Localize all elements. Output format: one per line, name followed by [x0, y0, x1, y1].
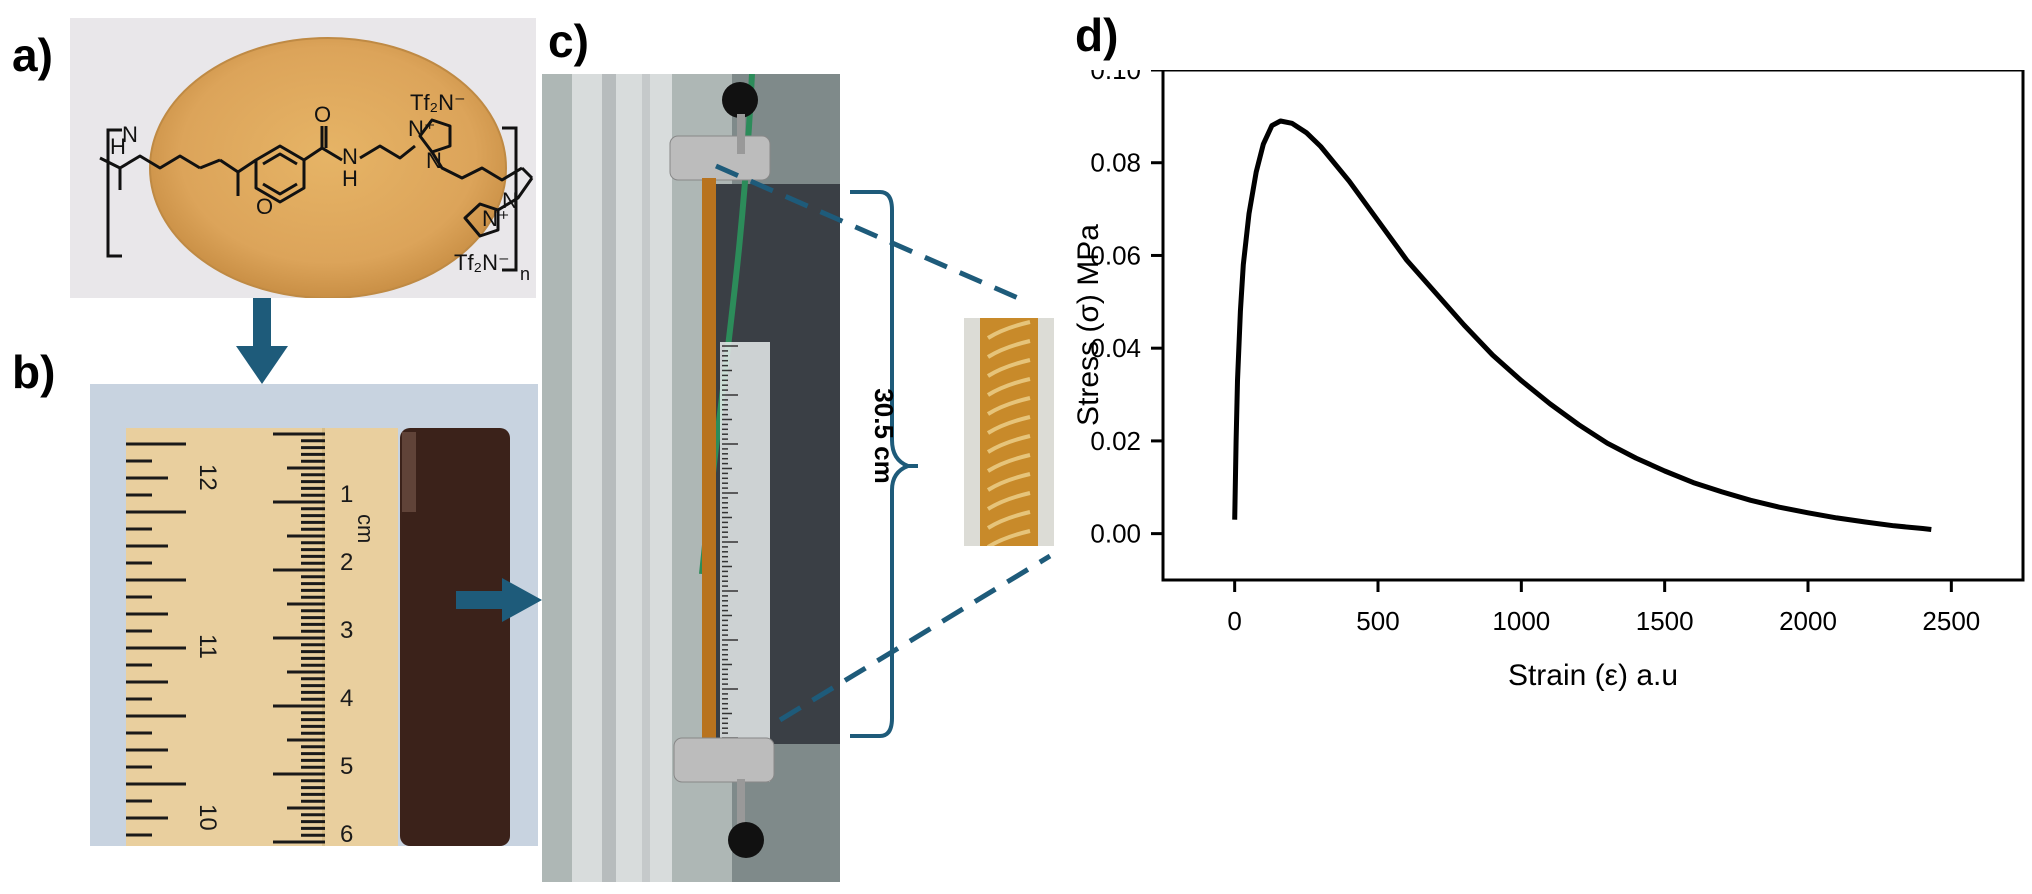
- imidazolium-n-2: N: [502, 188, 518, 213]
- y-axis-label-text: Stress (σ) MPa: [1072, 224, 1105, 426]
- wooden-ruler: [126, 428, 398, 846]
- panel-a-label: a): [12, 29, 53, 81]
- ruler-vertical: [720, 342, 770, 782]
- y-tick-label: 0.06: [1090, 240, 1141, 270]
- y-tick-label: 0.08: [1090, 148, 1141, 178]
- panel-a-svg: H N N H N⁺ N N⁺ N Tf₂N⁻ Tf₂N⁻ n O O: [70, 18, 536, 299]
- ruler-cm-label: cm: [353, 514, 378, 543]
- zoom-inset: [964, 318, 1054, 549]
- panel-c-label: c): [548, 15, 589, 67]
- ruler-inch-mark: 12: [194, 464, 221, 491]
- zoom-inset-svg: [964, 318, 1054, 549]
- repeat-unit-n: n: [520, 264, 530, 284]
- ruler-ticks: [126, 432, 325, 854]
- ruler-cm-mark: 5: [340, 753, 353, 780]
- length-bracket: [850, 190, 918, 738]
- x-tick-label: 500: [1356, 606, 1399, 636]
- ruler-cm-mark: 1: [340, 481, 353, 508]
- panel-d-label: d): [1075, 9, 1119, 61]
- y-tick-label: 0.10: [1090, 70, 1141, 85]
- plot-frame: [1161, 70, 2025, 582]
- counterion-bottom: Tf₂N⁻: [454, 250, 510, 275]
- ruler-cm-mark: 4: [340, 685, 353, 712]
- imidazolium-n-plus-2: N⁺: [482, 206, 510, 231]
- panel-c-svg: [542, 73, 840, 882]
- ruler-cm-mark: 6: [340, 821, 353, 846]
- stretched-film: [702, 178, 716, 778]
- y-tick-label: 0.02: [1090, 426, 1141, 456]
- x-tick-label: 2000: [1779, 606, 1837, 636]
- nh-right-n: N: [342, 144, 358, 169]
- x-tick-label: 1500: [1636, 606, 1694, 636]
- y-tick-label: 0.04: [1090, 333, 1141, 363]
- chemical-structure-bonds: [99, 118, 534, 238]
- repeat-bracket-left: [106, 128, 122, 258]
- polymer-film-strip: [400, 428, 510, 846]
- ruler-inch-mark: 11: [194, 634, 221, 659]
- y-tick-label: 0.00: [1090, 519, 1141, 549]
- nh-left-h: H: [110, 134, 126, 159]
- carbonyl-o-left: O: [256, 194, 273, 219]
- x-tick-label: 1000: [1492, 606, 1550, 636]
- imidazolium-n-plus-1: N⁺: [408, 116, 436, 141]
- aluminum-frame: [572, 74, 672, 882]
- x-tick-label: 2500: [1922, 606, 1980, 636]
- film-glare: [402, 432, 416, 512]
- nh-left-n: N: [122, 122, 138, 147]
- ruler-cm-mark: 2: [340, 549, 353, 576]
- ruler-cm-mark: 3: [340, 617, 353, 644]
- y-axis-label-holder: Stress (σ) MPa: [1072, 224, 1105, 426]
- arrow-a-to-b: [236, 298, 288, 384]
- x-axis-label: Strain (ε) a.u: [1508, 659, 1678, 692]
- panel-b-label: b): [12, 346, 56, 398]
- y-axis-ticks: 0.00 0.02 0.04 0.06 0.08 0.10: [1090, 70, 1163, 549]
- x-tick-label: 0: [1227, 606, 1241, 636]
- stress-strain-curve: [1232, 118, 1932, 532]
- nh-right-h: H: [342, 166, 358, 191]
- lower-clamp-knob: [728, 822, 764, 858]
- arrow-b-to-c: [456, 578, 542, 622]
- x-axis-ticks: 0 500 1000 1500 2000 2500: [1227, 580, 1980, 636]
- upper-clamp-knob: [722, 82, 758, 118]
- counterion-top: Tf₂N⁻: [410, 90, 466, 115]
- imidazolium-n-1: N: [426, 148, 442, 173]
- ruler-inch-mark: 10: [194, 804, 221, 831]
- panel-c-photo: [542, 73, 840, 882]
- lower-clamp: [673, 737, 775, 783]
- panel-a-photo: H N N H N⁺ N N⁺ N Tf₂N⁻ Tf₂N⁻ n O O: [70, 18, 536, 299]
- carbonyl-o-right: O: [314, 102, 331, 127]
